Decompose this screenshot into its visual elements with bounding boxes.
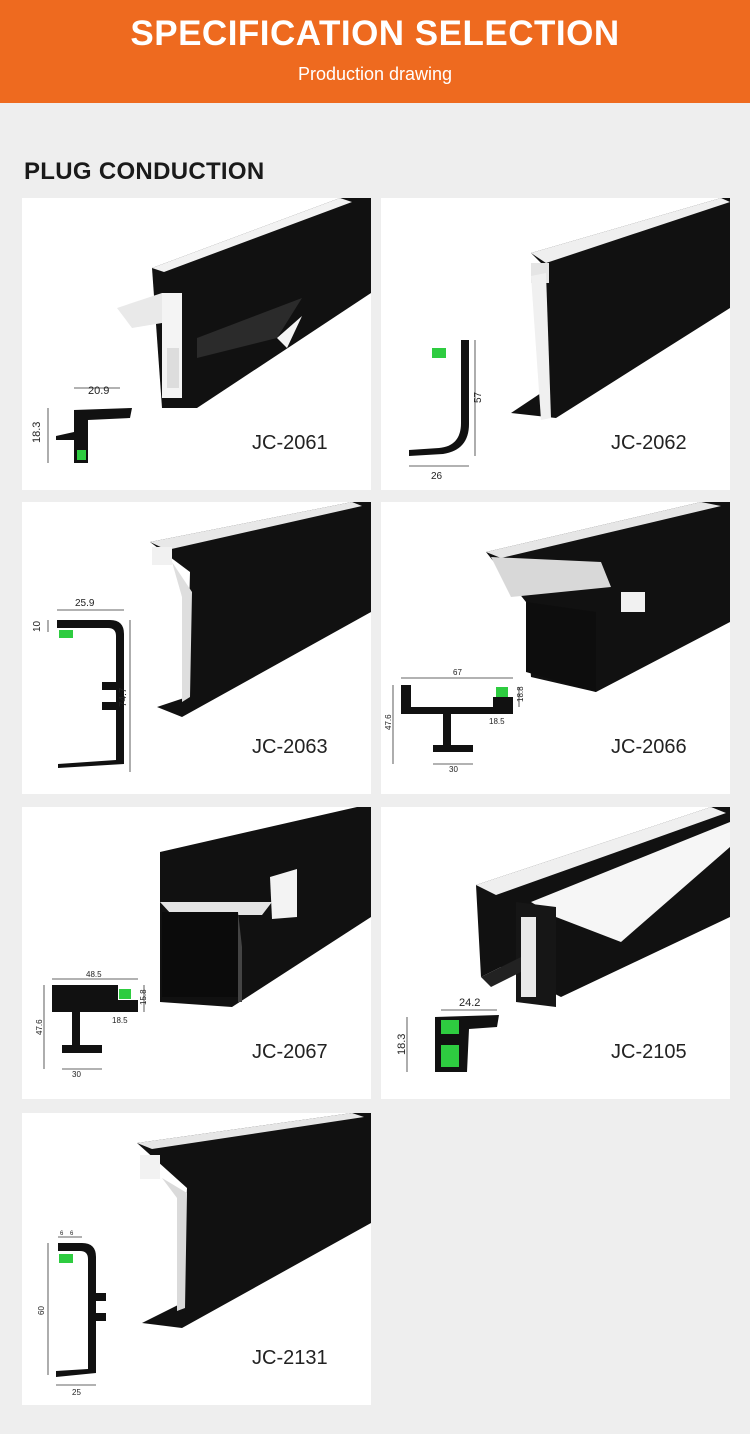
product-image: 20.9 18.3 xyxy=(31,198,371,463)
header-banner: SPECIFICATION SELECTION Production drawi… xyxy=(0,0,750,103)
product-code: JC-2131 xyxy=(252,1347,328,1369)
dimension-label: 6 xyxy=(70,1231,74,1237)
dimension-label: 6 xyxy=(60,1231,64,1237)
section-title: PLUG CONDUCTION xyxy=(24,158,265,185)
dimension-label: 74.7 xyxy=(118,687,129,707)
dimension-label: 18.3 xyxy=(396,1034,408,1055)
product-code: JC-2067 xyxy=(252,1041,328,1063)
dimension-label: 30 xyxy=(72,1070,81,1079)
dimension-label: 48.5 xyxy=(86,970,102,979)
dimension-label: 47.6 xyxy=(384,714,393,730)
product-image: 57 26 xyxy=(409,198,730,482)
product-image: 48.5 15.8 47.6 18.5 30 xyxy=(35,807,371,1079)
page-subtitle: Production drawing xyxy=(297,64,453,84)
product-image: 24.2 18.3 xyxy=(396,807,730,1072)
dimension-label: 18.3 xyxy=(31,422,43,443)
product-image: 6 6 60 25 xyxy=(37,1113,371,1397)
page-title: SPECIFICATION SELECTION xyxy=(130,14,620,53)
product-card-jc-2061[interactable]: 20.9 18.3 JC-2061 xyxy=(22,198,371,490)
dimension-label: 25.9 xyxy=(75,598,95,609)
dimension-label: 24.2 xyxy=(459,997,480,1009)
dimension-label: 15.8 xyxy=(139,989,148,1005)
product-code: JC-2063 xyxy=(252,736,328,758)
product-code: JC-2105 xyxy=(611,1041,687,1063)
dimension-label: 18.8 xyxy=(516,686,525,702)
product-image: 25.9 10 74.7 xyxy=(32,502,371,772)
dimension-label: 25 xyxy=(72,1388,81,1397)
product-code: JC-2061 xyxy=(252,432,328,454)
dimension-label: 47.6 xyxy=(35,1019,44,1035)
dimension-label: 20.9 xyxy=(88,385,109,397)
product-card-jc-2066[interactable]: 67 18.8 47.6 18.5 30 JC-2066 xyxy=(381,502,730,794)
dimension-label: 10 xyxy=(32,620,43,632)
dimension-label: 26 xyxy=(431,471,443,482)
dimension-label: 67 xyxy=(453,668,462,677)
product-card-jc-2105[interactable]: 24.2 18.3 JC-2105 xyxy=(381,807,730,1099)
product-card-jc-2062[interactable]: 57 26 JC-2062 xyxy=(381,198,730,490)
product-code: JC-2062 xyxy=(611,432,687,454)
dimension-label: 57 xyxy=(473,391,484,403)
product-card-jc-2131[interactable]: 6 6 60 25 JC-2131 xyxy=(22,1113,371,1405)
product-card-jc-2063[interactable]: 25.9 10 74.7 JC-2063 xyxy=(22,502,371,794)
dimension-label: 18.5 xyxy=(489,717,505,726)
product-card-jc-2067[interactable]: 48.5 15.8 47.6 18.5 30 JC-2067 xyxy=(22,807,371,1099)
dimension-label: 30 xyxy=(449,765,458,774)
dimension-label: 60 xyxy=(37,1306,46,1315)
product-image: 67 18.8 47.6 18.5 30 xyxy=(384,502,730,774)
product-code: JC-2066 xyxy=(611,736,687,758)
dimension-label: 18.5 xyxy=(112,1016,128,1025)
